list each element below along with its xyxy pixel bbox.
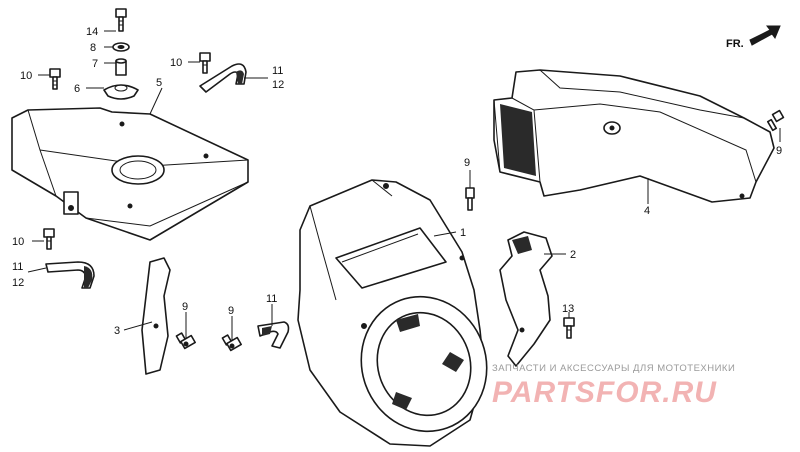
part-14-bolt (115, 8, 127, 32)
part-2-bracket (499, 231, 553, 367)
part-11-12-cable-clip-left (45, 261, 95, 289)
part-13-bolt (563, 317, 575, 339)
callout-14: 14 (86, 26, 98, 38)
callout-7: 7 (92, 58, 98, 70)
callout-3: 3 (114, 325, 120, 337)
part-9-bolt-b (221, 334, 242, 352)
part-6-rubber-mount (103, 84, 139, 100)
callout-4: 4 (644, 205, 650, 217)
front-label: FR. (726, 38, 744, 50)
part-10-bolt-left-top (49, 68, 61, 90)
part-9-bolt-right (766, 109, 785, 132)
callout-5: 5 (156, 77, 162, 89)
callout-10-top-left: 10 (20, 70, 32, 82)
part-10-bolt-left-side (43, 228, 55, 250)
watermark: ЗАПЧАСТИ И АКСЕССУАРЫ ДЛЯ МОТОТЕХНИКИ PA… (492, 363, 735, 409)
part-10-bolt-clip-top (199, 52, 211, 74)
callout-1: 1 (460, 227, 466, 239)
part-3-baffle-plate (141, 257, 171, 375)
part-7-collar (115, 58, 127, 76)
callout-11-left: 11 (12, 261, 23, 273)
callout-10-clip: 10 (170, 57, 182, 69)
callout-12-top: 12 (272, 79, 284, 91)
callout-13: 13 (562, 303, 574, 315)
watermark-brand: PARTSFOR.RU (492, 376, 717, 409)
part-9-bolt-mid (465, 187, 475, 211)
callout-9-b: 9 (228, 305, 234, 317)
callout-6: 6 (74, 83, 80, 95)
part-8-washer (112, 42, 130, 52)
front-direction-indicator: FR. (726, 25, 781, 50)
part-9-bolt-a (175, 332, 196, 350)
watermark-tagline: ЗАПЧАСТИ И АКСЕССУАРЫ ДЛЯ МОТОТЕХНИКИ (492, 363, 735, 374)
part-5-top-cover (11, 107, 249, 241)
callout-9-a: 9 (182, 301, 188, 313)
callout-11-mid: 11 (266, 293, 277, 305)
callout-numbers: 14 8 7 6 10 10 11 12 5 10 11 12 3 9 9 11… (12, 26, 782, 337)
callout-2: 2 (570, 249, 576, 261)
callout-9-mid: 9 (464, 157, 470, 169)
callout-11-top: 11 (272, 65, 283, 77)
callout-12-left: 12 (12, 277, 24, 289)
callout-9-right: 9 (776, 145, 782, 157)
callout-8: 8 (90, 42, 96, 54)
front-arrow-icon (749, 25, 781, 46)
part-11-12-cable-clip-top (199, 63, 247, 93)
part-11-cable-clip-mid (257, 321, 290, 349)
callout-10-left: 10 (12, 236, 24, 248)
part-1-fan-shroud (297, 179, 488, 447)
leader-lines (27, 30, 781, 340)
part-4-air-guide (493, 69, 775, 203)
